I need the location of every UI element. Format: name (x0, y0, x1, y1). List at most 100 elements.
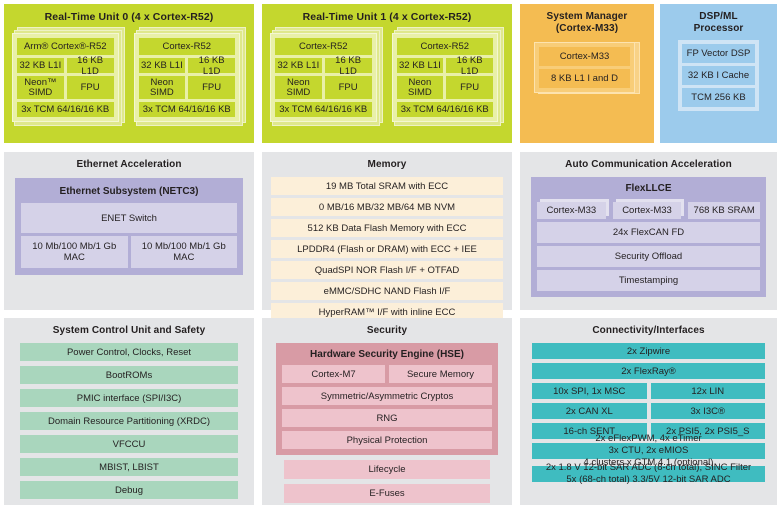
system-control-item: Power Control, Clocks, Reset (20, 343, 238, 361)
realtime-unit-0-title: Real-Time Unit 0 (4 x Cortex-R52) (44, 11, 214, 23)
panel-connectivity-interfaces: Connectivity/Interfaces 2x Zipwire 2x Fl… (520, 318, 777, 505)
adc-line: 5x (68-ch total) 3.3/5V 12-bit SAR ADC (566, 474, 731, 485)
dsp-ml-item: 32 KB I Cache (682, 66, 755, 85)
enet-mac: 10 Mb/100 Mb/1 Gb MAC (130, 236, 237, 268)
system-control-item: VFCCU (20, 435, 238, 453)
system-control-item: PMIC interface (SPI/I3C) (20, 389, 238, 407)
panel-realtime-unit-1: Real-Time Unit 1 (4 x Cortex-R52) Cortex… (262, 4, 512, 143)
core-l1d: 16 KB L1D (446, 55, 493, 77)
connectivity-row: 2x CAN XL (532, 403, 647, 419)
hse-item: Symmetric/Asymmetric Cryptos (282, 387, 492, 405)
hse-label: Hardware Security Engine (HSE) (310, 349, 464, 360)
hse-item: RNG (282, 409, 492, 427)
connectivity-row: 2x PSI5, 2x PSI5_S (650, 423, 765, 439)
core-l1d: 16 KB L1D (324, 55, 372, 77)
flexllce-core-label: Cortex-M33 (537, 202, 606, 219)
cpu-cluster-1-core-0: Cortex-R52 32 KB L1I 16 KB L1D Neon SIMD… (270, 27, 383, 126)
core-l1i: 32 KB L1I (138, 58, 186, 73)
panel-memory: Memory 19 MB Total SRAM with ECC 0 MB/16… (262, 152, 512, 321)
cpu-cluster-1-core-1: Cortex-R52 32 KB L1I 16 KB L1D Neon SIMD… (391, 27, 504, 126)
system-control-title: System Control Unit and Safety (52, 325, 206, 336)
hardware-security-engine-block: Hardware Security Engine (HSE) Cortex-M7… (276, 343, 498, 455)
system-manager-core-stack: Cortex-M33 8 KB L1 I and D (534, 42, 640, 94)
core-l1d: 16 KB L1D (66, 55, 114, 77)
adc-line: 2x 1.8 V 12-bit SAR ADC (8-ch total), SI… (545, 462, 752, 473)
connectivity-title: Connectivity/Interfaces (592, 325, 705, 336)
connectivity-row: 16-ch SENT (532, 423, 647, 439)
core-tcm: 3x TCM 64/16/16 KB (396, 102, 493, 117)
memory-item: HyperRAM™ I/F with inline ECC (271, 303, 503, 321)
flexllce-sram: 768 KB SRAM (688, 202, 761, 219)
security-outer-item: E-Fuses (284, 484, 490, 503)
core-simd: Neon SIMD (396, 76, 444, 99)
connectivity-row: 10x SPI, 1x MSC (532, 383, 647, 399)
core-tcm: 3x TCM 64/16/16 KB (138, 102, 235, 117)
ethernet-subsystem-label: Ethernet Subsystem (NETC3) (59, 186, 199, 197)
connectivity-row: 3x I3C® (650, 403, 765, 419)
core-name: Cortex-R52 (138, 38, 235, 55)
enet-switch: ENET Switch (21, 203, 237, 233)
dsp-ml-title-line2: Processor (693, 23, 744, 34)
core-fpu: FPU (188, 76, 235, 99)
hse-core: Cortex-M7 (282, 365, 385, 383)
flexllce-item: 24x FlexCAN FD (537, 222, 760, 243)
core-l1i: 32 KB L1I (17, 58, 64, 73)
core-simd: Neon™ SIMD (17, 76, 64, 99)
core-name: Arm® Cortex®-R52 (17, 38, 114, 55)
core-l1d: 16 KB L1D (188, 55, 235, 77)
panel-auto-communication-acceleration: Auto Communication Acceleration FlexLLCE… (520, 152, 777, 310)
security-outer-item: Lifecycle (284, 460, 490, 479)
core-l1i: 32 KB L1I (396, 58, 444, 73)
memory-item: LPDDR4 (Flash or DRAM) with ECC + IEE (271, 240, 503, 258)
system-control-item: BootROMs (20, 366, 238, 384)
memory-title: Memory (367, 159, 407, 170)
core-l1i: 32 KB L1I (275, 58, 322, 73)
flexllce-item: Security Offload (537, 246, 760, 267)
panel-system-control-and-safety: System Control Unit and Safety Power Con… (4, 318, 254, 505)
flexllce-label: FlexLLCE (625, 183, 672, 194)
core-tcm: 3x TCM 64/16/16 KB (275, 102, 372, 117)
dsp-ml-item: FP Vector DSP (682, 44, 755, 63)
cpu-cluster-0-core-1: Cortex-R52 32 KB L1I 16 KB L1D Neon SIMD… (133, 27, 246, 126)
memory-item: QuadSPI NOR Flash I/F + OTFAD (271, 261, 503, 279)
connectivity-adc-block: 2x 1.8 V 12-bit SAR ADC (8-ch total), SI… (532, 462, 765, 485)
timer-line: 2x eFlexPWM, 4x eTimer (595, 433, 702, 444)
dsp-ml-item: TCM 256 KB (682, 88, 755, 107)
connectivity-row: 12x LIN (650, 383, 765, 399)
connectivity-row: 2x Zipwire (532, 343, 765, 359)
system-manager-title: System Manager (Cortex-M33) (526, 8, 648, 37)
flexllce-core-1: Cortex-M33 (612, 199, 685, 219)
core-name: Cortex-R52 (275, 38, 372, 55)
security-title: Security (366, 325, 408, 336)
system-control-item: Debug (20, 481, 238, 499)
connectivity-timer-block: 2x eFlexPWM, 4x eTimer 3x CTU, 2x eMIOS … (532, 433, 765, 468)
flexllce-block: FlexLLCE Cortex-M33 Cortex-M33 768 KB SR… (531, 177, 766, 297)
enet-mac: 10 Mb/100 Mb/1 Gb MAC (21, 236, 128, 268)
panel-system-manager: System Manager (Cortex-M33) Cortex-M33 8… (520, 4, 654, 143)
system-control-item: MBIST, LBIST (20, 458, 238, 476)
realtime-unit-1-title: Real-Time Unit 1 (4 x Cortex-R52) (302, 11, 472, 23)
memory-item: eMMC/SDHC NAND Flash I/F (271, 282, 503, 300)
system-manager-item: 8 KB L1 I and D (539, 69, 630, 88)
system-manager-title-line1: System Manager (546, 11, 628, 22)
system-manager-item: Cortex-M33 (539, 47, 630, 66)
panel-security: Security Hardware Security Engine (HSE) … (262, 318, 512, 505)
memory-item: 19 MB Total SRAM with ECC (271, 177, 503, 195)
core-tcm: 3x TCM 64/16/16 KB (17, 102, 114, 117)
panel-ethernet-acceleration: Ethernet Acceleration Ethernet Subsystem… (4, 152, 254, 310)
system-manager-title-line2: (Cortex-M33) (555, 23, 619, 34)
dsp-ml-title-line1: DSP/ML (699, 11, 738, 22)
ethernet-subsystem-block: Ethernet Subsystem (NETC3) ENET Switch 1… (15, 178, 243, 275)
connectivity-row: 2x FlexRay® (532, 363, 765, 379)
core-simd: Neon SIMD (275, 76, 322, 99)
memory-item: 0 MB/16 MB/32 MB/64 MB NVM (271, 198, 503, 216)
panel-realtime-unit-0: Real-Time Unit 0 (4 x Cortex-R52) Arm® C… (4, 4, 254, 143)
flexllce-core-0: Cortex-M33 (537, 199, 609, 219)
core-fpu: FPU (66, 76, 114, 99)
core-fpu: FPU (324, 76, 372, 99)
ethernet-title: Ethernet Acceleration (76, 159, 182, 170)
core-name: Cortex-R52 (396, 38, 493, 55)
system-control-item: Domain Resource Partitioning (XRDC) (20, 412, 238, 430)
dsp-ml-inner: FP Vector DSP 32 KB I Cache TCM 256 KB (678, 40, 759, 111)
